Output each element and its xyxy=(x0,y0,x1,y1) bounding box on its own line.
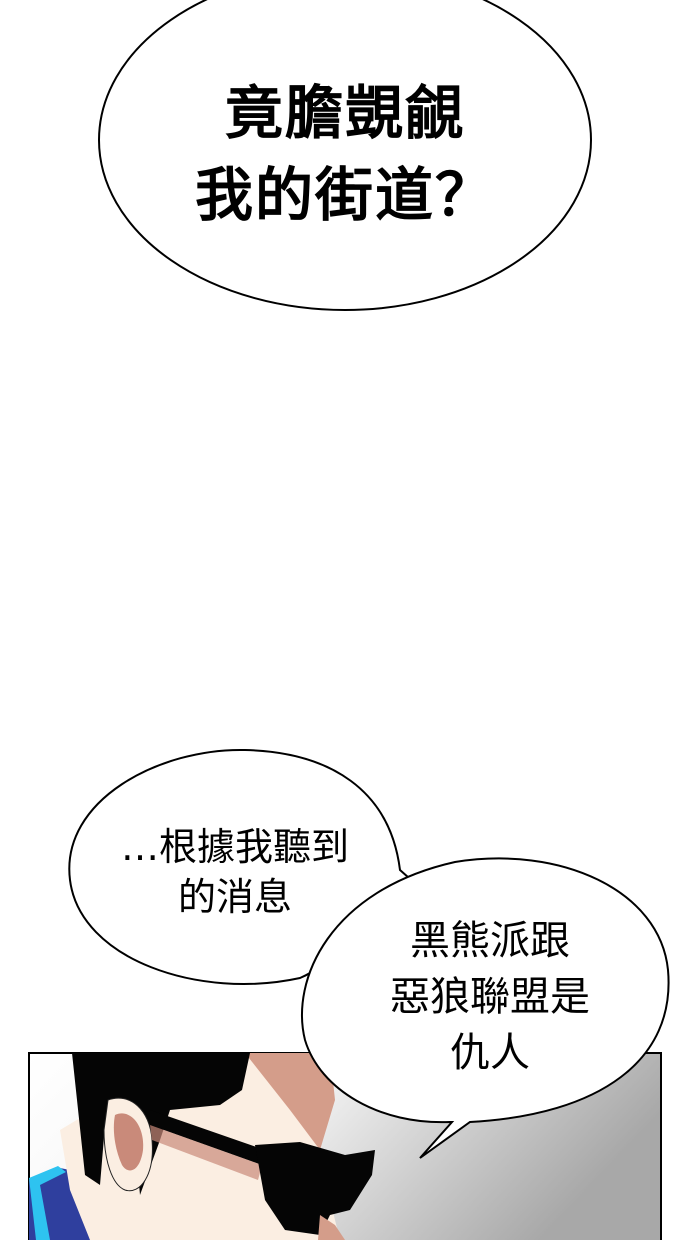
bubble-right-line-1: 黑熊派跟 xyxy=(410,918,570,964)
bubble-left-line-2: 的消息 xyxy=(177,875,292,919)
bubble-left-line-1: …根據我聽到 xyxy=(120,825,349,869)
bubble-right-line-3: 仇人 xyxy=(450,1030,530,1076)
bubble-top-line-1: 竟膽覬覦 xyxy=(224,79,465,147)
speech-bubble-top xyxy=(98,0,592,311)
sunglasses xyxy=(255,1142,375,1235)
bubble-right-text: 黑熊派跟 惡狼聯盟是 仇人 xyxy=(330,913,650,1081)
bubble-right-line-2: 惡狼聯盟是 xyxy=(390,974,590,1020)
bubble-left-text: …根據我聽到 的消息 xyxy=(85,822,385,922)
comic-panel xyxy=(28,1052,662,1240)
bubble-top-text: 竟膽覬覦 我的街道？ xyxy=(100,72,590,236)
bubble-top-line-2: 我的街道？ xyxy=(194,161,495,229)
speech-bubble-right xyxy=(301,857,670,1159)
